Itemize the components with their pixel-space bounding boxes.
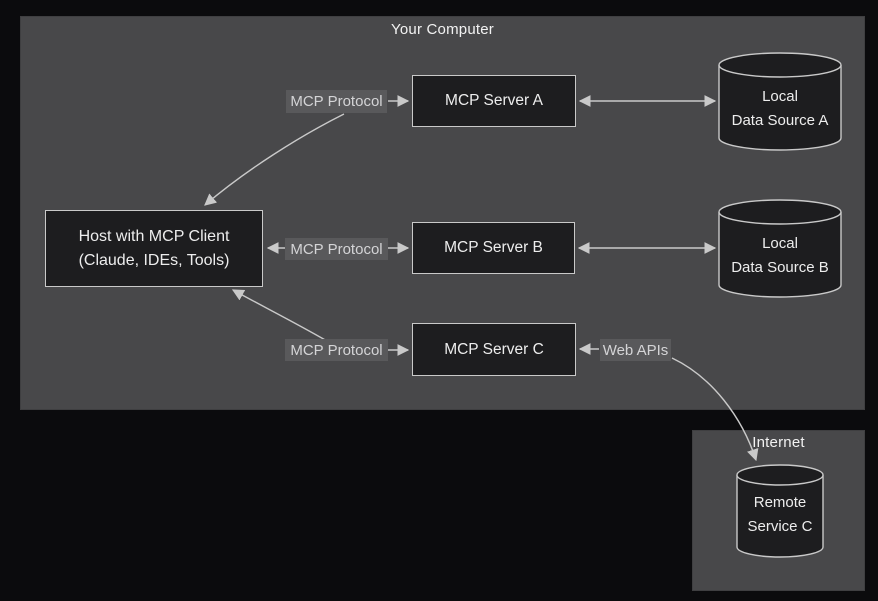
remote-service-line2: Service C	[747, 518, 813, 535]
data-source-b-line2: Data Source B	[731, 259, 829, 276]
mcp-protocol-label-c: MCP Protocol	[285, 339, 388, 361]
mcp-protocol-label-b: MCP Protocol	[285, 238, 388, 260]
cylinder-top	[718, 52, 842, 78]
data-source-a-line2: Data Source A	[731, 112, 829, 129]
local-data-source-b-cylinder	[718, 199, 842, 298]
mcp-server-c-box: MCP Server C	[412, 323, 576, 376]
data-source-b-line1: Local	[762, 235, 798, 252]
data-source-a-line1: Local	[762, 88, 798, 105]
cylinder-body	[736, 475, 824, 558]
your-computer-title: Your Computer	[391, 21, 494, 38]
mcp-server-a-label: MCP Server A	[445, 92, 543, 109]
arrow-protocol-c-to-host	[231, 289, 328, 342]
mcp-server-b-box: MCP Server B	[412, 222, 575, 274]
data-source-b-text: Local Data Source B	[719, 232, 841, 280]
internet-title: Internet	[752, 434, 805, 451]
remote-service-c-cylinder	[736, 464, 824, 558]
mcp-server-b-label: MCP Server B	[444, 239, 543, 256]
host-label-line1: Host with MCP Client	[78, 227, 230, 245]
arrow-protocol-a-to-host	[204, 113, 345, 206]
cylinder-top	[718, 199, 842, 225]
data-source-a-text: Local Data Source A	[719, 85, 841, 133]
mcp-protocol-label-a: MCP Protocol	[286, 90, 387, 113]
cylinder-body	[718, 212, 842, 298]
host-label-line2: (Claude, IDEs, Tools)	[78, 251, 230, 269]
mcp-server-c-label: MCP Server C	[444, 340, 544, 358]
remote-service-line1: Remote	[753, 494, 807, 511]
local-data-source-a-cylinder	[718, 52, 842, 151]
remote-service-c-text: Remote Service C	[737, 491, 823, 539]
arrow-web-apis-to-remote-service	[671, 357, 759, 462]
mcp-server-a-box: MCP Server A	[412, 75, 576, 127]
host-box: Host with MCP Client (Claude, IDEs, Tool…	[45, 210, 263, 287]
web-apis-label: Web APIs	[600, 339, 671, 361]
cylinder-body	[718, 65, 842, 151]
cylinder-top	[736, 464, 824, 486]
